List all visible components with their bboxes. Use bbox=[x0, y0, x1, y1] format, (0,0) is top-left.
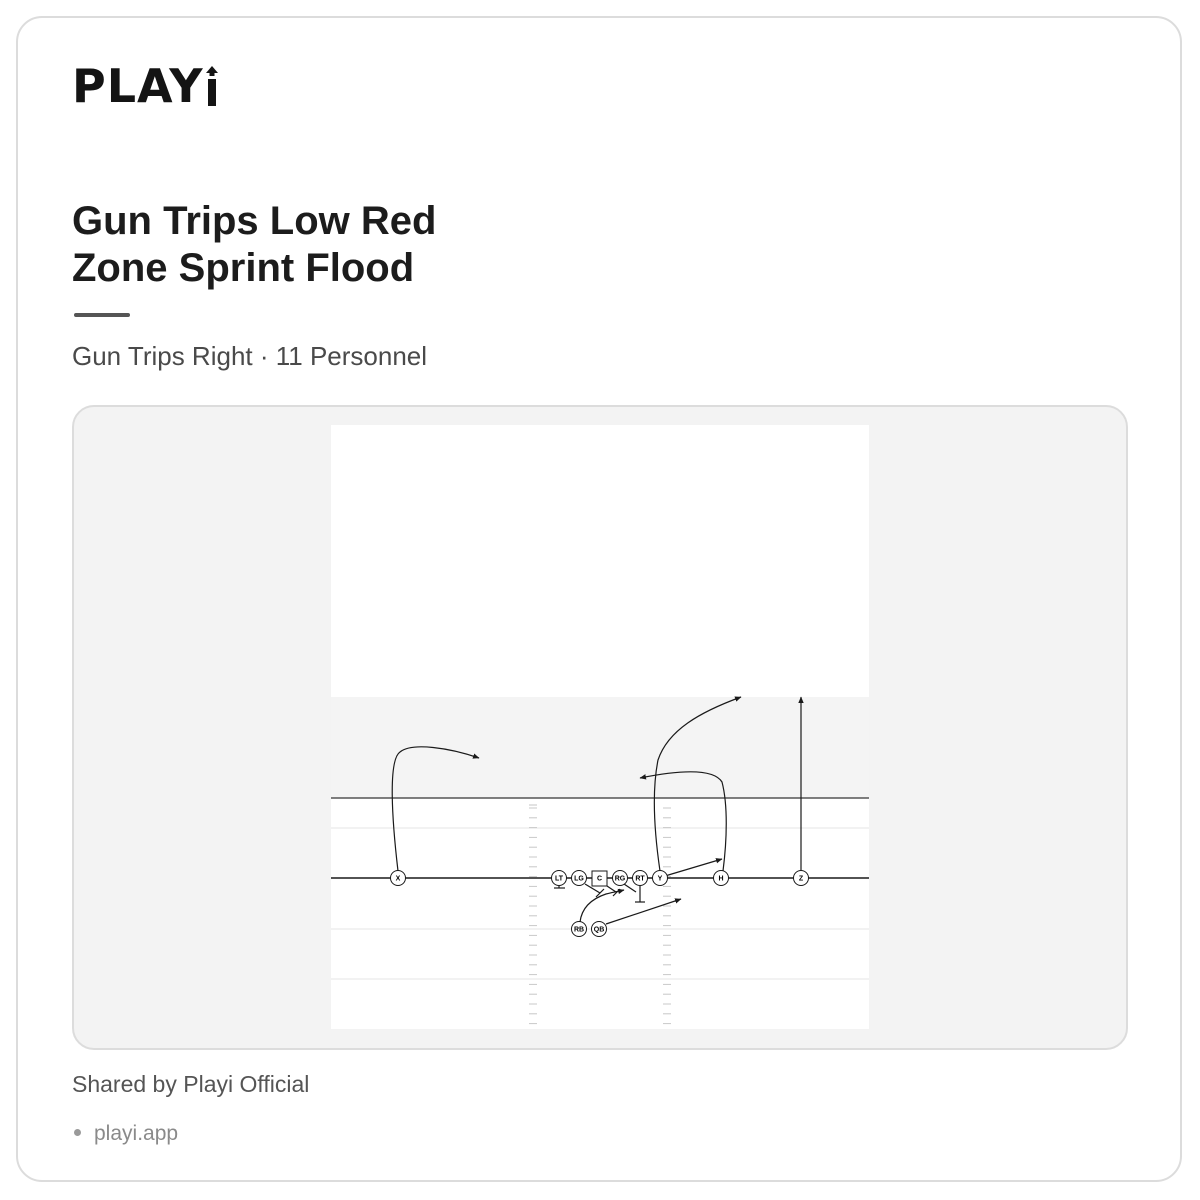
player-label: RG bbox=[615, 876, 626, 883]
player-z: Z bbox=[793, 870, 809, 886]
routes bbox=[391, 696, 804, 925]
block-c-bar bbox=[612, 888, 621, 897]
route-y-flat bbox=[664, 858, 723, 877]
brand-logo: PLAY bbox=[72, 59, 218, 113]
site-link[interactable]: playi.app bbox=[94, 1122, 179, 1145]
brand-name: PLAY bbox=[72, 59, 204, 113]
player-label: RT bbox=[635, 876, 645, 883]
player-y: Y bbox=[652, 870, 668, 886]
player-rg: RG bbox=[612, 870, 628, 886]
block-lg bbox=[584, 883, 601, 894]
player-label: QB bbox=[594, 927, 605, 934]
route-h-whip bbox=[639, 771, 727, 872]
player-label: C bbox=[597, 876, 602, 883]
play-title: Gun Trips Low Red Zone Sprint Flood bbox=[72, 199, 437, 290]
player-label: RB bbox=[574, 927, 584, 934]
player-label: H bbox=[718, 876, 723, 883]
route-x-corner bbox=[391, 746, 480, 872]
shared-by-text: Shared by Playi Official bbox=[72, 1071, 310, 1097]
player-lt: LT bbox=[551, 870, 567, 886]
player-x: X bbox=[390, 870, 406, 886]
player-label: LT bbox=[555, 876, 564, 883]
formation-subtitle: Gun Trips Right · 11 Personnel bbox=[72, 341, 428, 371]
player-c: C bbox=[591, 870, 608, 887]
end-zone bbox=[331, 697, 869, 798]
player-h: H bbox=[713, 870, 729, 886]
player-lg: LG bbox=[571, 870, 587, 886]
title-divider bbox=[74, 313, 130, 317]
hash-marks bbox=[529, 807, 671, 1025]
route-qb-sprint bbox=[605, 898, 682, 925]
player-rb: RB bbox=[571, 921, 587, 937]
route-y-corner bbox=[653, 696, 742, 872]
brand-arrow-i-icon bbox=[205, 66, 218, 106]
player-rt: RT bbox=[632, 870, 648, 886]
block-rg bbox=[623, 883, 637, 893]
player-label: Z bbox=[799, 876, 804, 883]
block-lg-bar bbox=[595, 888, 605, 898]
player-label: Y bbox=[658, 876, 663, 883]
player-label: X bbox=[396, 876, 401, 883]
player-label: LG bbox=[574, 876, 584, 883]
player-qb: QB bbox=[591, 921, 607, 937]
bullet-dot bbox=[74, 1129, 81, 1136]
players: X LT LG C RG RT Y H bbox=[390, 870, 809, 937]
route-rb-block bbox=[579, 888, 625, 923]
play-diagram: X LT LG C RG RT Y H bbox=[331, 425, 869, 1029]
